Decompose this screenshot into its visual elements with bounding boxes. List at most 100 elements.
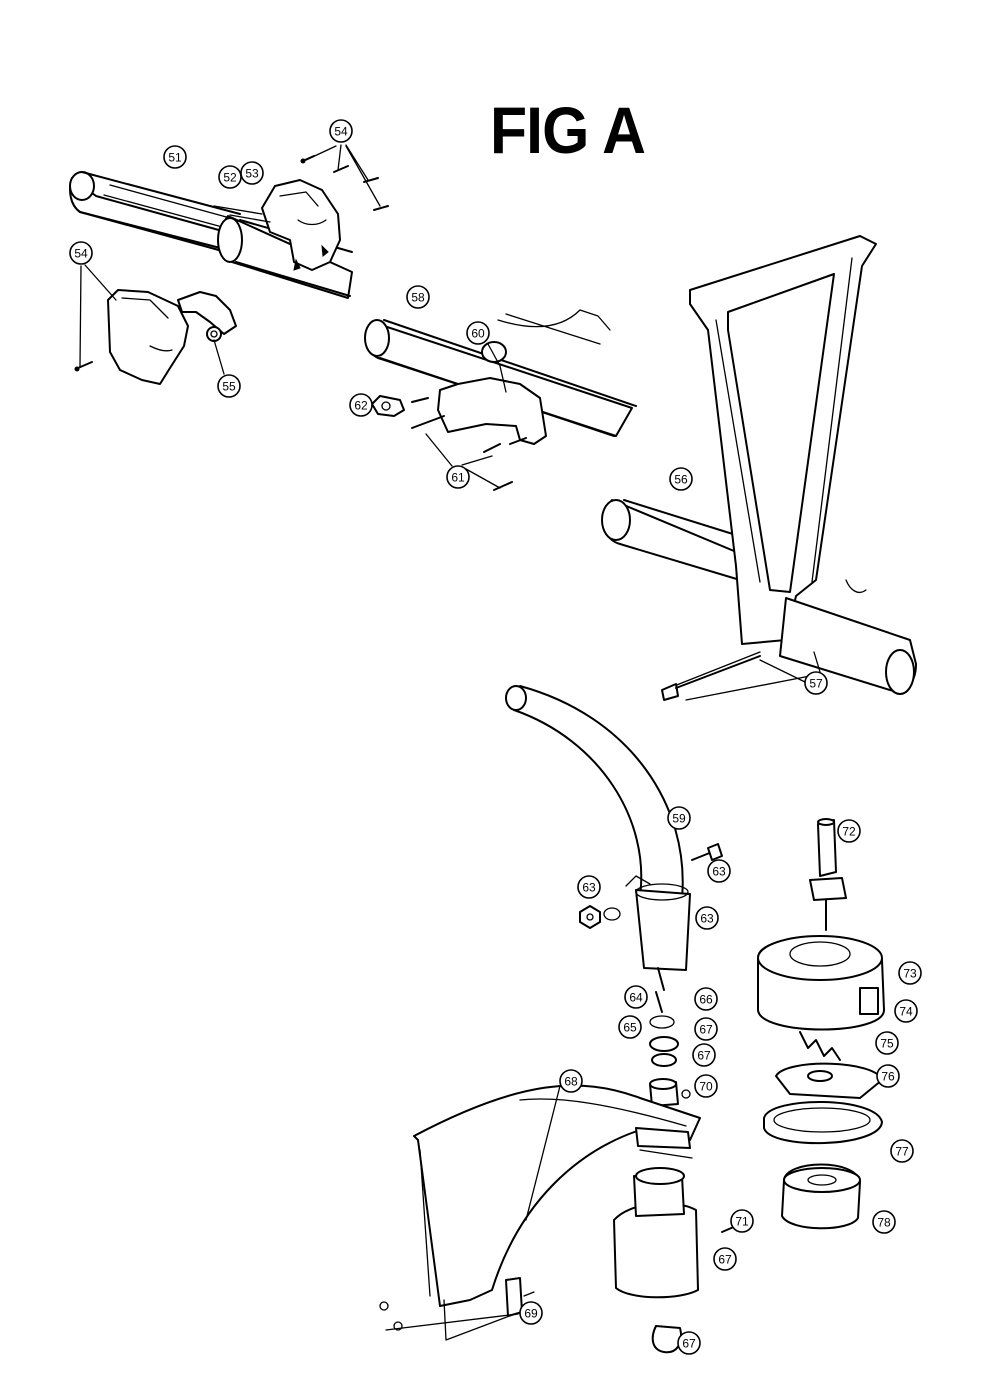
callout-label: 54 <box>334 125 348 139</box>
callout-circle <box>677 1331 701 1355</box>
callout-circle <box>69 241 93 265</box>
callout-label: 66 <box>699 993 713 1007</box>
part-tube-hardware <box>579 843 723 929</box>
callout-54: 54 <box>329 119 353 143</box>
part-upper-clamp <box>213 179 341 271</box>
callout-77: 77 <box>890 1139 914 1163</box>
part-lower-clamp <box>74 264 237 385</box>
callout-72: 72 <box>837 819 861 843</box>
callout-label: 53 <box>245 167 259 181</box>
callout-circle <box>240 161 264 185</box>
callout-circle <box>695 906 719 930</box>
callout-circle <box>872 1210 896 1234</box>
callout-circle <box>707 859 731 883</box>
callout-label: 74 <box>899 1005 913 1019</box>
callout-circle <box>890 1139 914 1163</box>
callout-67: 67 <box>694 1017 718 1041</box>
callout-75: 75 <box>875 1031 899 1055</box>
callout-60: 60 <box>466 321 490 345</box>
callout-63: 63 <box>577 875 601 899</box>
callout-label: 67 <box>718 1253 732 1267</box>
callout-66: 66 <box>694 987 718 1011</box>
callout-circle <box>519 1301 543 1325</box>
callout-circle <box>446 465 470 489</box>
figure-title: FIG A <box>490 93 646 167</box>
callout-label: 59 <box>672 812 686 826</box>
callout-63: 63 <box>707 859 731 883</box>
part-shaft-stack <box>649 991 691 1107</box>
callout-circle <box>875 1031 899 1055</box>
callout-73: 73 <box>898 961 922 985</box>
callout-label: 55 <box>222 380 236 394</box>
callout-circle <box>349 393 373 417</box>
callout-label: 57 <box>809 677 823 691</box>
callout-label: 60 <box>471 327 485 341</box>
callout-circle <box>894 999 918 1023</box>
callout-circle <box>694 1074 718 1098</box>
callout-label: 76 <box>881 1070 895 1084</box>
callout-label: 68 <box>564 1075 578 1089</box>
callout-label: 69 <box>524 1307 538 1321</box>
part-handle-bracket <box>371 341 547 491</box>
callout-58: 58 <box>406 285 430 309</box>
callout-circle <box>559 1069 583 1093</box>
callout-circle <box>837 819 861 843</box>
callout-circle <box>713 1247 737 1271</box>
callout-circle <box>876 1064 900 1088</box>
callout-label: 51 <box>168 151 182 165</box>
callout-circle <box>667 806 691 830</box>
callout-label: 61 <box>451 471 465 485</box>
callout-label: 73 <box>903 967 917 981</box>
callout-76: 76 <box>876 1064 900 1088</box>
callout-74: 74 <box>894 999 918 1023</box>
callout-70: 70 <box>694 1074 718 1098</box>
callout-53: 53 <box>240 161 264 185</box>
callout-69: 69 <box>519 1301 543 1325</box>
callout-63: 63 <box>695 906 719 930</box>
callout-64: 64 <box>624 985 648 1009</box>
callout-65: 65 <box>618 1015 642 1039</box>
callout-label: 63 <box>700 912 714 926</box>
callout-circle <box>466 321 490 345</box>
callout-label: 71 <box>735 1215 749 1229</box>
callout-label: 70 <box>699 1080 713 1094</box>
callout-59: 59 <box>667 806 691 830</box>
callout-label: 54 <box>74 247 88 261</box>
callout-circle <box>618 1015 642 1039</box>
callout-circle <box>624 985 648 1009</box>
callout-label: 78 <box>877 1216 891 1230</box>
callout-67: 67 <box>692 1043 716 1067</box>
callout-label: 52 <box>223 171 237 185</box>
callout-68: 68 <box>559 1069 583 1093</box>
callout-circle <box>577 875 601 899</box>
callout-circle <box>694 1017 718 1041</box>
part-gear-housing <box>613 1167 737 1354</box>
callout-55: 55 <box>217 374 241 398</box>
callout-label: 63 <box>712 865 726 879</box>
part-trimmer-head <box>757 818 885 1230</box>
callout-label: 67 <box>699 1023 713 1037</box>
callout-label: 58 <box>411 291 425 305</box>
callout-label: 62 <box>354 399 368 413</box>
callout-56: 56 <box>669 467 693 491</box>
callout-67: 67 <box>677 1331 701 1355</box>
callout-78: 78 <box>872 1210 896 1234</box>
callout-circle <box>694 987 718 1011</box>
callout-label: 65 <box>623 1021 637 1035</box>
callout-label: 64 <box>629 991 643 1005</box>
part-screws-upper <box>300 144 389 211</box>
callout-label: 72 <box>842 825 856 839</box>
callout-label: 67 <box>682 1337 696 1351</box>
callout-circle <box>730 1209 754 1233</box>
callout-circle <box>406 285 430 309</box>
callout-54: 54 <box>69 241 93 265</box>
callout-circle <box>217 374 241 398</box>
callout-circle <box>163 145 187 169</box>
callout-circle <box>804 671 828 695</box>
callout-61: 61 <box>446 465 470 489</box>
part-callouts: 51 52 53 54 54 55 58 60 62 61 56 57 59 72 63 63 63 73 74 64… <box>69 119 922 1355</box>
part-curved-tube <box>505 685 691 991</box>
callout-circle <box>898 961 922 985</box>
